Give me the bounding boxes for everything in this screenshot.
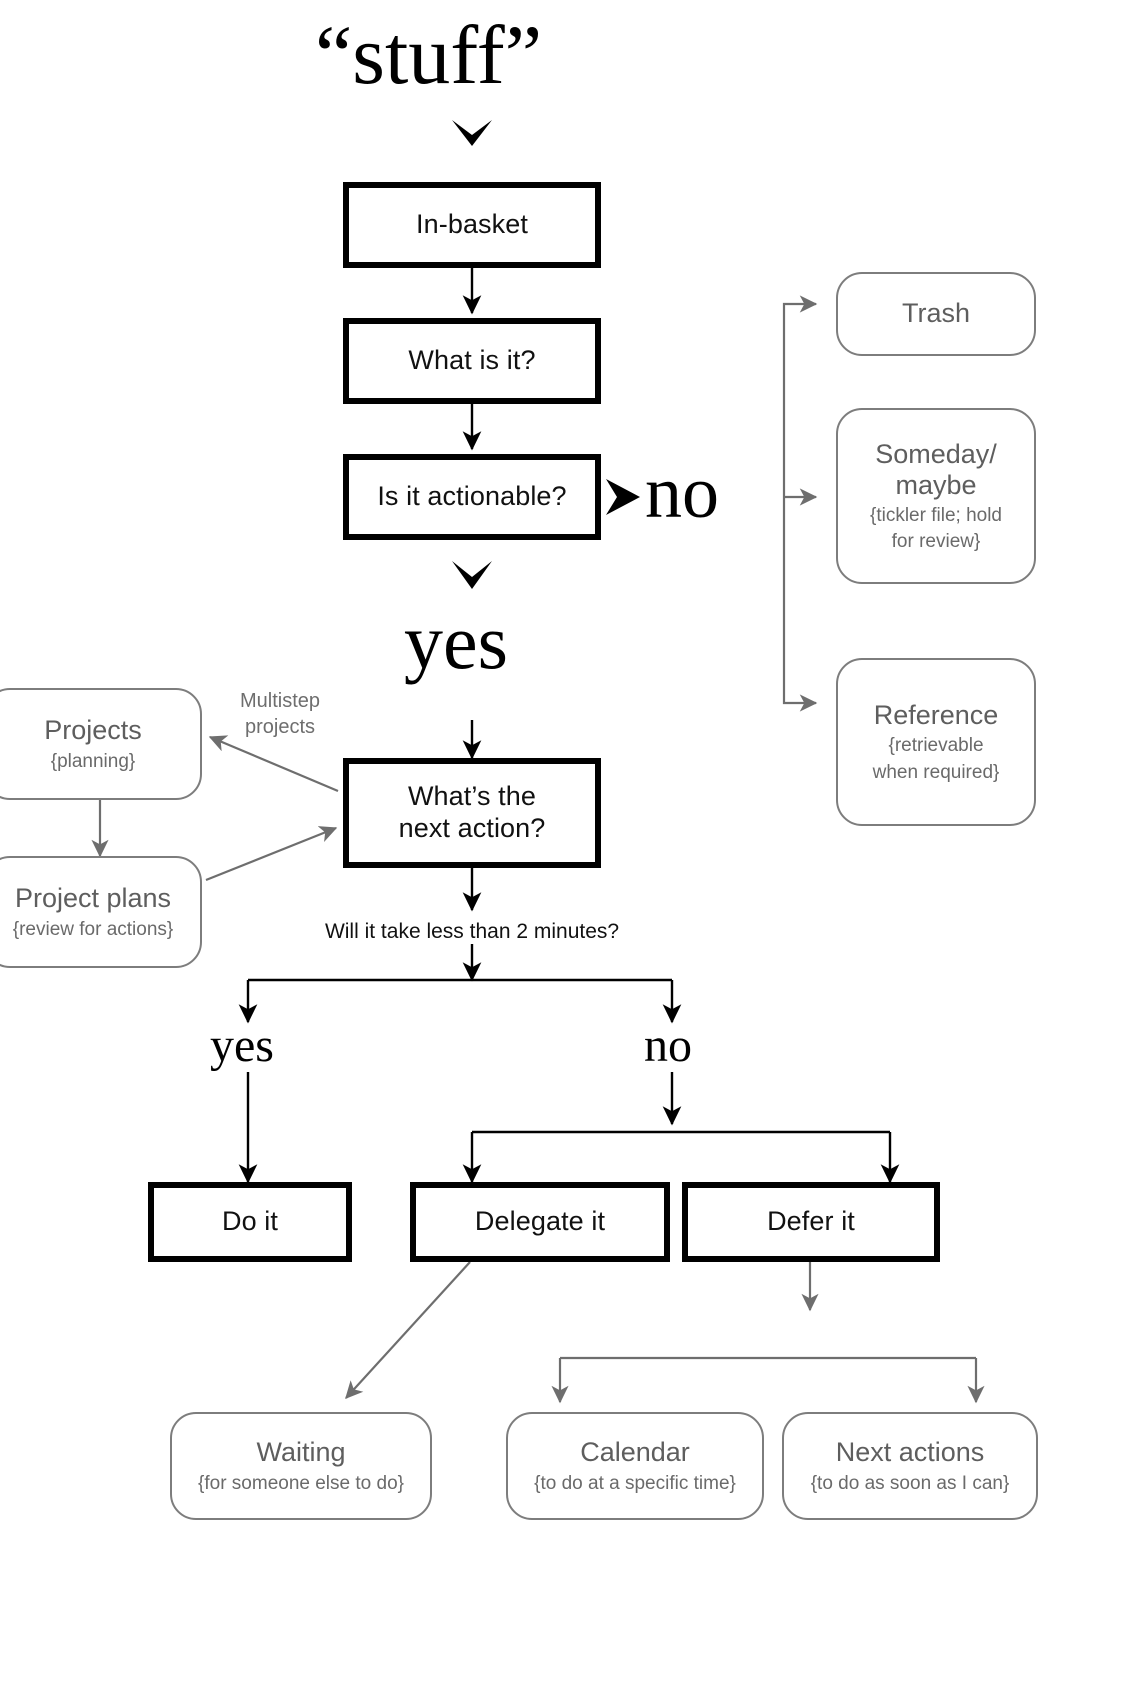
node-reference[interactable]: Reference {retrievable when required} xyxy=(836,658,1036,826)
node-label: What is it? xyxy=(408,345,536,376)
node-label: In-basket xyxy=(416,209,528,240)
node-projects[interactable]: Projects {planning} xyxy=(0,688,202,800)
wire-nextaction-to-projects xyxy=(208,735,339,793)
node-someday-maybe[interactable]: Someday/ maybe {tickler file; hold for r… xyxy=(836,408,1036,584)
node-label: Calendar xyxy=(580,1437,690,1468)
node-sub-line2: for review} xyxy=(891,531,981,553)
node-sub: {planning} xyxy=(50,750,136,772)
node-defer-it[interactable]: Defer it xyxy=(682,1182,940,1262)
node-sub: {to do at a specific time} xyxy=(534,1472,736,1494)
node-next-actions[interactable]: Next actions {to do as soon as I can} xyxy=(782,1412,1038,1520)
node-label: Trash xyxy=(901,298,970,329)
node-sub-line1: {tickler file; hold xyxy=(869,505,1002,527)
triangle-right-icon-no xyxy=(606,479,640,515)
caption-multistep-projects: Multistep projects xyxy=(239,690,321,738)
branch-label-no-actionable: no xyxy=(645,452,719,534)
wire-no-to-reference xyxy=(782,497,818,712)
caption-two-minutes-question: Will it take less than 2 minutes? xyxy=(324,920,620,943)
node-label: Next actions xyxy=(835,1437,985,1468)
node-label: Projects xyxy=(44,715,142,746)
branch-label-yes-2min: yes xyxy=(210,1019,274,1072)
chevron-down-icon-yes xyxy=(452,561,492,589)
node-sub: {to do as soon as I can} xyxy=(810,1472,1010,1494)
node-trash[interactable]: Trash xyxy=(836,272,1036,356)
node-label: Do it xyxy=(221,1206,279,1237)
node-next-action[interactable]: What’s the next action? xyxy=(343,758,601,868)
node-label: Project plans xyxy=(14,883,172,914)
node-sub-line1: {retrievable xyxy=(888,735,984,757)
node-waiting[interactable]: Waiting {for someone else to do} xyxy=(170,1412,432,1520)
branch-label-yes-actionable: yes xyxy=(404,598,508,685)
node-label: Is it actionable? xyxy=(377,481,567,512)
wire-plans-to-nextaction xyxy=(205,826,338,882)
node-do-it[interactable]: Do it xyxy=(148,1182,352,1262)
node-in-basket[interactable]: In-basket xyxy=(343,182,601,268)
node-sub: {review for actions} xyxy=(12,918,174,940)
node-what-is-it[interactable]: What is it? xyxy=(343,318,601,404)
node-label-line2: next action? xyxy=(398,813,546,843)
node-label: Waiting xyxy=(256,1437,346,1468)
node-sub-line2: when required} xyxy=(872,761,1000,783)
node-sub: {for someone else to do} xyxy=(198,1472,404,1494)
node-is-it-actionable[interactable]: Is it actionable? xyxy=(343,454,601,540)
node-label: Delegate it xyxy=(474,1206,606,1237)
node-calendar[interactable]: Calendar {to do at a specific time} xyxy=(506,1412,764,1520)
branch-label-no-2min: no xyxy=(644,1019,692,1072)
node-delegate-it[interactable]: Delegate it xyxy=(410,1182,670,1262)
node-label-line1: What’s the xyxy=(407,781,537,812)
wire-delegate-to-waiting xyxy=(345,1261,471,1399)
wire-no-to-trash xyxy=(782,295,818,497)
chevron-down-icon-stuff xyxy=(452,120,492,146)
node-label-line2: maybe xyxy=(895,469,977,500)
node-project-plans[interactable]: Project plans {review for actions} xyxy=(0,856,202,968)
node-label: Defer it xyxy=(767,1206,855,1237)
node-label: Reference xyxy=(873,700,999,731)
page-title: “stuff” xyxy=(315,9,543,102)
node-label-line1: Someday/ xyxy=(875,438,997,469)
